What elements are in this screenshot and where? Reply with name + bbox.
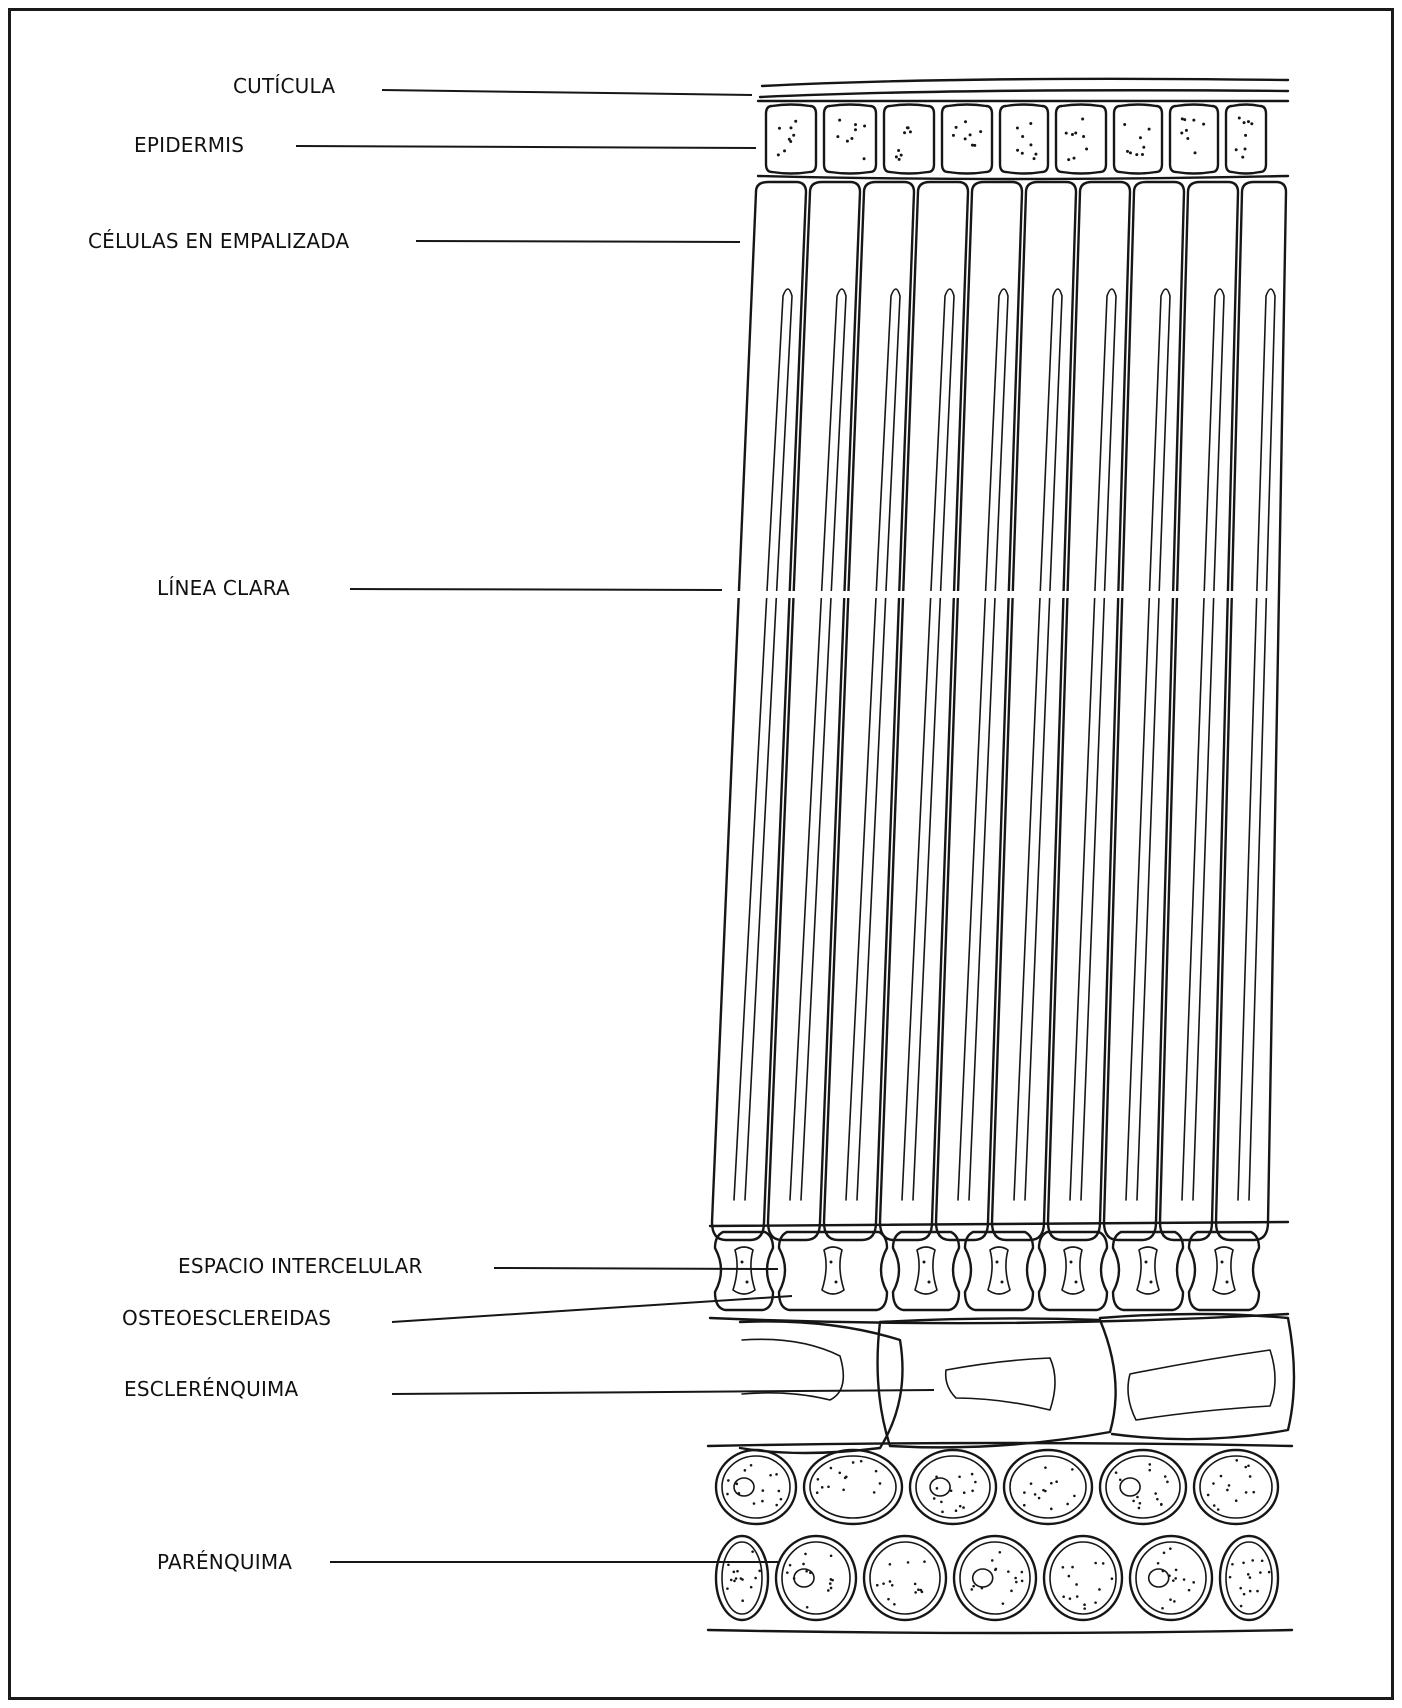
parenchyma-cell-wall [1136, 1542, 1206, 1614]
parenchyma-cell [1100, 1450, 1186, 1524]
label-cuticula: CUTÍCULA [233, 74, 335, 98]
parenchyma-cell [716, 1450, 796, 1524]
parenchyma-cell-wall [722, 1456, 790, 1518]
label-osteosclereids: OSTEOESCLEREIDAS [122, 1306, 331, 1330]
osteosclereid-cell [893, 1232, 959, 1310]
parenchyma-nucleus [930, 1478, 950, 1496]
palisade-cell [1216, 182, 1286, 1240]
parenchyma-cell [804, 1450, 902, 1524]
parenchyma-cell [864, 1536, 946, 1620]
palisade-lumen [1014, 289, 1062, 1200]
epidermis-layer [758, 101, 1288, 179]
epidermis-cell [1000, 105, 1048, 174]
epidermis-cell [1170, 105, 1218, 174]
epidermis-cell [1114, 105, 1162, 174]
osteosclereid-lumen [1213, 1247, 1235, 1294]
palisade-cells-layer [712, 182, 1286, 1240]
parenchyma-nucleus [973, 1569, 993, 1587]
epidermis-cell [1056, 105, 1106, 174]
label-palisade-cells: CÉLULAS EN EMPALIZADA [88, 229, 349, 253]
parenchyma-cell [776, 1536, 856, 1620]
parenchyma-cell-wall [870, 1542, 940, 1614]
parenchyma-cell-wall [782, 1542, 850, 1614]
leader-empalizada [416, 241, 740, 242]
parenchyma-cell [1004, 1450, 1092, 1524]
parenchyma-layer [708, 1443, 1292, 1633]
parenchyma-nucleus [1120, 1478, 1140, 1496]
leader-linea-clara [350, 589, 722, 590]
osteosclereid-lumen [915, 1247, 937, 1294]
osteosclereid-lumen [1137, 1247, 1159, 1294]
parenchyma-cell-wall [1200, 1456, 1272, 1518]
palisade-lumen [958, 289, 1008, 1200]
label-parenchyma: PARÉNQUIMA [157, 1550, 292, 1574]
osteosclereid-lumen [988, 1247, 1010, 1294]
label-sclerenchyma: ESCLERÉNQUIMA [124, 1377, 298, 1401]
label-light-line: LÍNEA CLARA [157, 576, 290, 600]
osteosclereid-lumen [822, 1247, 844, 1294]
parenchyma-nucleus [1149, 1569, 1169, 1587]
parenchyma-cell-wall [1106, 1456, 1180, 1518]
leader-espacio-intercelular [494, 1268, 778, 1269]
palisade-cell [712, 182, 806, 1240]
light-line-band [712, 591, 1272, 598]
parenchyma-cell [1044, 1536, 1122, 1620]
leader-esclerenquima [392, 1390, 934, 1394]
parenchyma-cell-wall [1010, 1456, 1086, 1518]
palisade-cell [824, 182, 914, 1240]
parenchyma-nucleus [734, 1478, 754, 1496]
epidermis-cell [884, 105, 934, 174]
palisade-cell [1160, 182, 1238, 1240]
osteosclereid-cell [1189, 1232, 1259, 1310]
epidermis-cell [1226, 105, 1266, 174]
osteosclereid-lumen [1062, 1247, 1084, 1294]
epidermis-cell [766, 105, 816, 174]
leader-cuticula [382, 90, 752, 95]
palisade-cell [768, 182, 860, 1240]
parenchyma-cell-wall [1050, 1542, 1116, 1614]
parenchyma-cell-wall [916, 1456, 990, 1518]
osteosclereid-cell [1113, 1232, 1183, 1310]
sclerenchyma-layer [740, 1314, 1294, 1453]
osteosclereid-cell [965, 1232, 1033, 1310]
osteosclereid-cell [1039, 1232, 1107, 1310]
palisade-lumen [1238, 289, 1275, 1200]
leader-epidermis [296, 146, 756, 148]
palisade-lumen [1182, 289, 1224, 1200]
osteosclereid-cell [779, 1232, 887, 1310]
epidermis-cell [942, 105, 992, 174]
label-intercellular-space: ESPACIO INTERCELULAR [178, 1254, 423, 1278]
parenchyma-cell-wall [960, 1542, 1030, 1614]
label-epidermis: EPIDERMIS [134, 133, 244, 157]
epidermis-cell [824, 105, 876, 174]
osteosclereid-lumen [733, 1247, 755, 1294]
parenchyma-cell [910, 1450, 996, 1524]
parenchyma-cell [954, 1536, 1036, 1620]
cuticle-layer [760, 79, 1288, 97]
